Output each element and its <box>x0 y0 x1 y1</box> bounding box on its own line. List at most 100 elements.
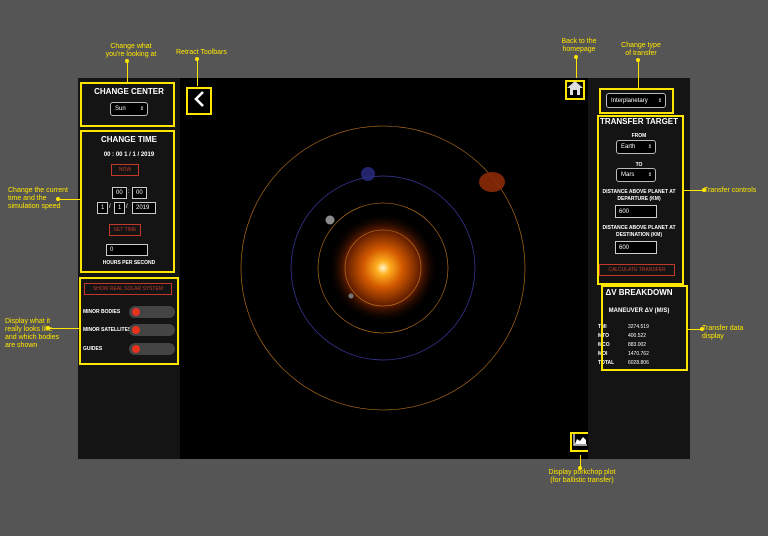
departure-distance-label: DISTANCE ABOVE PLANET AT DEPARTURE (KM) <box>602 189 676 202</box>
toggle-knob <box>132 345 140 353</box>
chevron-updown-icon: ⇕ <box>139 106 144 112</box>
annotation-line <box>197 58 198 86</box>
orbit-venus <box>317 202 449 334</box>
change-center-section: CHANGE CENTER Sun ⇕ <box>78 84 180 124</box>
minor-satellites-toggle[interactable] <box>129 324 175 336</box>
transfer-type-select[interactable]: Interplanetary ⇕ <box>606 93 666 108</box>
toggle-knob <box>132 308 140 316</box>
destination-distance-input[interactable]: 600 <box>615 241 657 254</box>
highlight-transfer-controls <box>597 115 684 285</box>
now-button[interactable]: NOW <box>111 164 139 176</box>
minor-satellites-row: MINOR SATELLITES <box>83 324 175 336</box>
highlight-change-center <box>80 82 175 127</box>
annotation-line <box>580 455 581 468</box>
annotation-dot <box>574 55 578 59</box>
dv-row-name: TOTAL <box>598 360 615 366</box>
porkchop-plot-icon <box>573 433 587 451</box>
transfer-target-section: TRANSFER TARGET FROM Earth ⇕ TO Mars ⇕ D… <box>588 116 690 286</box>
to-label: TO <box>635 162 643 168</box>
year-input[interactable]: 2019 <box>132 202 156 214</box>
chevron-updown-icon: ⇕ <box>647 144 652 150</box>
annotation-dot <box>578 466 582 470</box>
planet-mars <box>479 172 505 192</box>
dv-breakdown-title: ΔV BREAKDOWN <box>605 288 673 297</box>
annotation-display: Display what it really looks like and wh… <box>5 318 60 349</box>
annotation-dot <box>636 58 640 62</box>
home-icon <box>567 80 583 100</box>
change-time-title: CHANGE TIME <box>101 135 157 144</box>
change-time-section: CHANGE TIME 00 : 00 1 / 1 / 2019 NOW 00 … <box>78 132 180 272</box>
calculate-transfer-button[interactable]: CALCULATE TRANSFER <box>599 264 675 276</box>
annotation-change-center: Change what you're looking at <box>105 43 157 58</box>
guides-row: GUIDES <box>83 343 175 355</box>
from-select[interactable]: Earth ⇕ <box>616 140 656 154</box>
minor-bodies-row: MINOR BODIES <box>83 306 175 318</box>
guides-toggle[interactable] <box>129 343 175 355</box>
dv-row-value: 883.002 <box>628 342 647 348</box>
dv-row-name: MCO <box>598 342 610 348</box>
home-button[interactable] <box>565 80 585 100</box>
rate-label: HOURS PER SECOND <box>102 260 156 266</box>
departure-distance-input[interactable]: 600 <box>615 205 657 218</box>
highlight-transfer-type <box>599 88 674 114</box>
left-toolbar: CHANGE CENTER Sun ⇕ CHANGE TIME 00 : 00 … <box>78 78 180 459</box>
retract-toolbars-button[interactable] <box>186 87 212 115</box>
annotation-dv: Transfer data display <box>702 325 744 340</box>
day-input[interactable]: 1 <box>114 202 125 214</box>
annotation-line <box>48 328 79 329</box>
guides-label: GUIDES <box>83 346 103 352</box>
annotation-line <box>684 190 704 191</box>
minor-bodies-toggle[interactable] <box>129 306 175 318</box>
annotation-transfer-controls: Transfer controls <box>704 187 757 194</box>
time-separator: : <box>128 189 130 195</box>
annotation-dot <box>46 326 50 330</box>
dv-row-name: MTO <box>598 333 610 339</box>
annotation-line <box>638 60 639 88</box>
orbit-mars <box>240 125 526 411</box>
rate-input[interactable]: 0 <box>106 244 148 256</box>
show-real-solar-system-button[interactable]: SHOW REAL SOLAR SYSTEM <box>84 283 172 295</box>
date-separator-1: / <box>109 204 111 210</box>
minute-input[interactable]: 00 <box>132 187 147 199</box>
center-select[interactable]: Sun ⇕ <box>110 102 148 116</box>
annotation-line <box>576 56 577 78</box>
change-center-title: CHANGE CENTER <box>94 87 164 96</box>
annotation-line <box>58 199 80 200</box>
date-separator-2: / <box>126 204 128 210</box>
dv-row-value: 6028.806 <box>628 360 649 366</box>
minor-satellites-label: MINOR SATELLITES <box>83 327 132 333</box>
dv-row-value: 400.522 <box>628 333 647 339</box>
orbit-canvas[interactable] <box>180 78 588 459</box>
orbit-earth <box>290 175 476 361</box>
center-select-value: Sun <box>115 106 126 112</box>
hour-input[interactable]: 00 <box>112 187 127 199</box>
dv-row-total: TOTAL 6028.806 <box>598 360 658 366</box>
orbit-mercury <box>344 229 422 307</box>
porkchop-plot-button[interactable] <box>570 432 590 452</box>
dv-row-value: 1470.762 <box>628 351 649 357</box>
annotation-porkchop: Display porkchop plot (for ballistic tra… <box>548 469 616 484</box>
dv-row-mco: MCO 883.002 <box>598 342 658 348</box>
planet-venus <box>325 215 335 225</box>
from-label: FROM <box>631 133 647 139</box>
maneuver-dv-subtitle: MANEUVER ΔV (M/S) <box>608 308 670 314</box>
annotation-dot <box>195 57 199 61</box>
planet-mercury <box>348 293 354 299</box>
annotation-line <box>127 61 128 82</box>
minor-bodies-label: MINOR BODIES <box>83 309 121 315</box>
annotation-home: Back to the homepage <box>561 38 597 53</box>
solar-system-view[interactable] <box>180 78 588 459</box>
display-section: SHOW REAL SOLAR SYSTEM MINOR BODIES MINO… <box>78 278 180 366</box>
to-select[interactable]: Mars ⇕ <box>616 168 656 182</box>
annotation-line <box>688 329 702 330</box>
planet-earth <box>361 167 375 181</box>
set-time-button[interactable]: SET TIME <box>109 224 141 236</box>
highlight-display <box>79 277 179 365</box>
chevron-updown-icon: ⇕ <box>657 97 662 104</box>
highlight-dv-breakdown <box>601 285 688 371</box>
month-input[interactable]: 1 <box>97 202 108 214</box>
from-select-value: Earth <box>621 144 636 150</box>
annotation-change-time: Change the current time and the simulati… <box>8 187 68 210</box>
annotation-dot <box>702 188 706 192</box>
annotation-dot <box>125 59 129 63</box>
